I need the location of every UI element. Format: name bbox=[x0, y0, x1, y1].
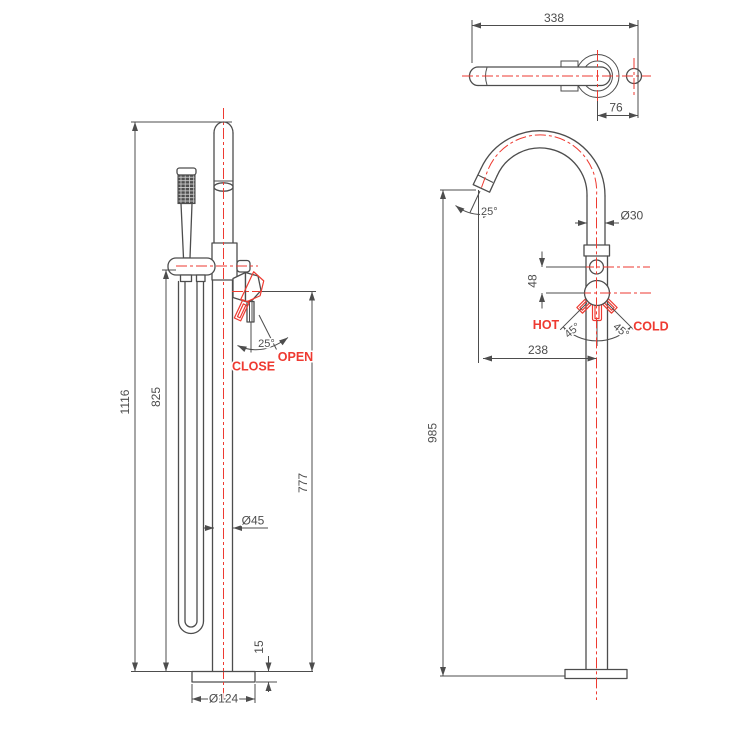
spout-inner bbox=[496, 147, 588, 197]
dim-d124-label: Ø124 bbox=[209, 692, 239, 706]
top-view: 338 76 bbox=[462, 10, 651, 121]
spout-angle-label: 25° bbox=[481, 206, 498, 218]
side-view-fixture bbox=[167, 121, 262, 683]
handshower-grip bbox=[177, 174, 196, 205]
side-view: 1116 825 777 Ø45 Ø124 15 25° OPEN CLOSE bbox=[117, 108, 316, 707]
handshower-handle bbox=[180, 202, 193, 259]
shower-hose bbox=[177, 280, 205, 622]
front-view: 25° Ø30 48 238 985 HOT COLD 45° 45° bbox=[424, 130, 670, 700]
dim-15-label: 15 bbox=[252, 640, 266, 654]
hot-label: HOT bbox=[533, 318, 560, 332]
dim-338-label: 338 bbox=[544, 11, 564, 25]
dim-d45-label: Ø45 bbox=[242, 514, 265, 528]
dim-985-label: 985 bbox=[426, 423, 440, 443]
column bbox=[585, 255, 609, 671]
dim-1116-label: 1116 bbox=[118, 389, 132, 414]
handle-angle-label: 25° bbox=[258, 338, 275, 350]
spout-outer bbox=[480, 130, 606, 197]
dim-238-label: 238 bbox=[528, 343, 548, 357]
top-view-dimensions bbox=[471, 20, 639, 121]
front-view-dimensions bbox=[440, 189, 619, 677]
dim-777-label: 777 bbox=[296, 473, 310, 493]
handle-open-position bbox=[233, 271, 265, 322]
dim-d30-label: Ø30 bbox=[621, 209, 644, 223]
mixer-body bbox=[211, 242, 238, 281]
cold-label: COLD bbox=[633, 320, 668, 334]
close-label: CLOSE bbox=[232, 360, 275, 374]
spout-plan bbox=[477, 66, 602, 87]
dim-48-label: 48 bbox=[526, 274, 540, 288]
centerline-spout-column bbox=[481, 134, 598, 700]
handshower-cap bbox=[176, 167, 197, 176]
dim-76-label: 76 bbox=[609, 101, 623, 115]
dim-825-label: 825 bbox=[149, 387, 163, 407]
open-label: OPEN bbox=[278, 350, 313, 364]
side-view-dimensions bbox=[131, 121, 316, 703]
